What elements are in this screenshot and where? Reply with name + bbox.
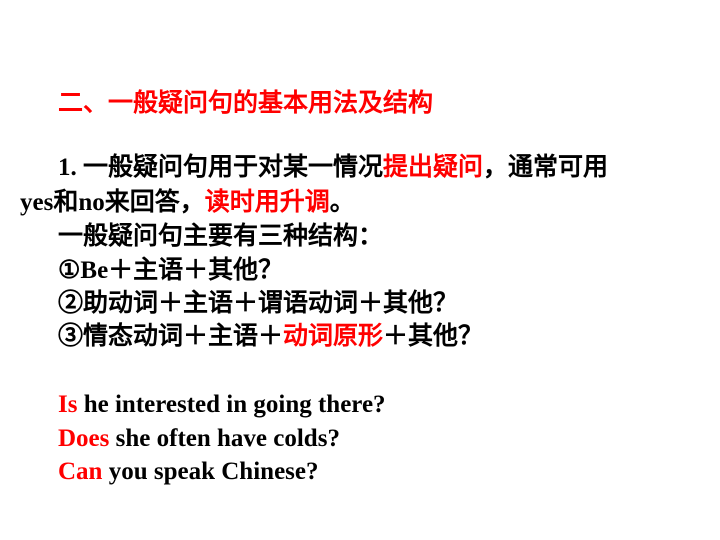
slide-heading: 二、一般疑问句的基本用法及结构 [58, 90, 434, 117]
structure-item-1: ①Be＋主语＋其他？ [58, 257, 284, 284]
example-sentence-2: Does she often have colds? [58, 423, 340, 455]
structure-item-3-suffix: ＋其他？ [383, 323, 484, 350]
usage-line-1-prefix: 1. 一般疑问句用于对某一情况 [58, 154, 384, 181]
example-2-keyword: Does [58, 425, 110, 452]
structure-item-2: ②助动词＋主语＋谓语动词＋其他？ [58, 290, 459, 317]
usage-line-2-suffix: 。 [329, 189, 355, 216]
usage-line-1-suffix: ，通常可用 [483, 154, 609, 181]
usage-line-2: yes和no来回答，读时用升调。 [20, 187, 355, 219]
usage-line-1: 1. 一般疑问句用于对某一情况提出疑问，通常可用 [58, 152, 608, 184]
example-sentence-3: Can you speak Chinese? [58, 456, 318, 488]
structures-intro: 一般疑问句主要有三种结构： [58, 223, 384, 250]
example-1-rest: he interested in going there? [77, 391, 386, 418]
structure-item-3-prefix: ③情态动词＋主语＋ [58, 323, 284, 350]
example-sentence-1: Is he interested in going there? [58, 389, 386, 421]
structure-item-3: ③情态动词＋主语＋动词原形＋其他？ [58, 321, 483, 353]
structure-item-3-highlight: 动词原形 [283, 323, 384, 350]
usage-highlight-question: 提出疑问 [383, 154, 484, 181]
usage-highlight-rising-tone: 读时用升调 [204, 189, 330, 216]
example-3-keyword: Can [58, 458, 103, 485]
example-1-keyword: Is [58, 391, 78, 418]
example-2-rest: she often have colds? [109, 425, 340, 452]
example-3-rest: you speak Chinese? [102, 458, 319, 485]
usage-line-2-prefix: yes和no来回答， [20, 189, 205, 216]
